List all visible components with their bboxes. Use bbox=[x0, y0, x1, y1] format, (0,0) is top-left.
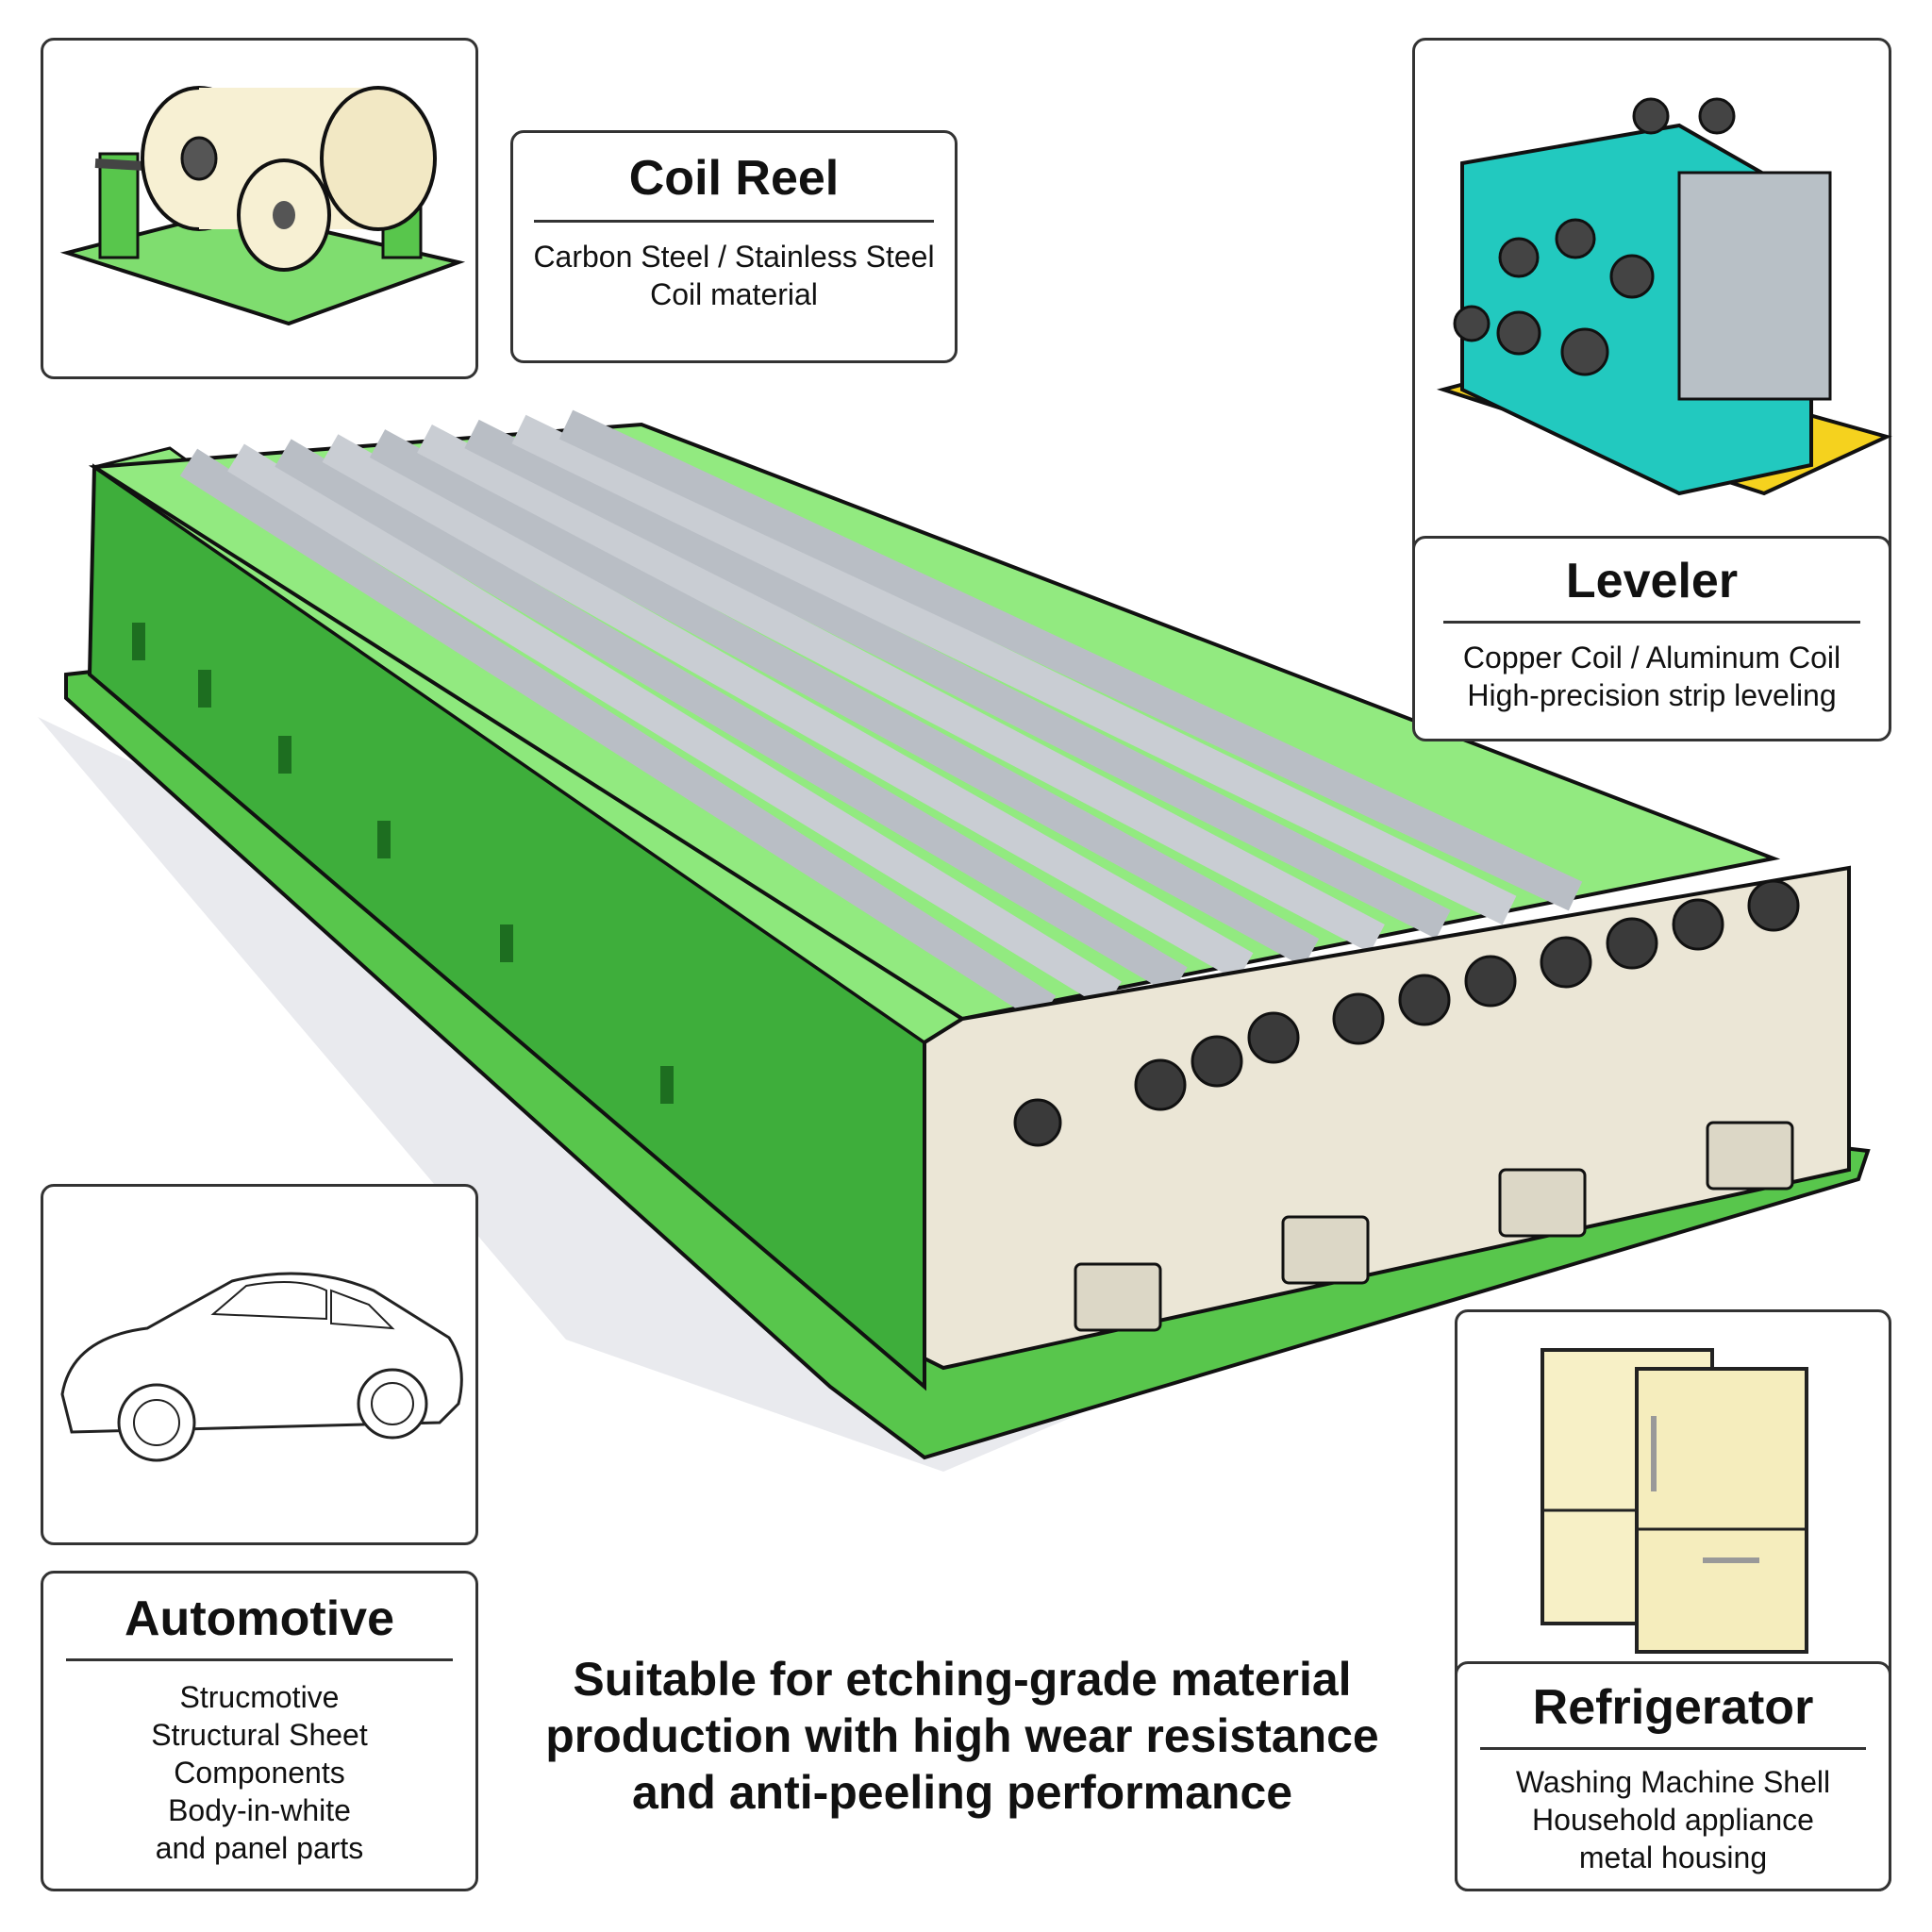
automotive-image-panel bbox=[41, 1184, 478, 1545]
caption-line-2: production with high wear resistance bbox=[545, 1709, 1379, 1762]
automotive-line-4: Body-in-white bbox=[168, 1793, 351, 1827]
refrigerator-icon bbox=[1541, 1348, 1808, 1654]
coil-reel-line-1: Carbon Steel / Stainless Steel bbox=[533, 240, 935, 274]
coil-reel-label-card: Coil Reel Carbon Steel / Stainless Steel… bbox=[510, 130, 958, 363]
automotive-line-2: Structural Sheet bbox=[151, 1718, 368, 1752]
automotive-line-1: Strucmotive bbox=[179, 1680, 340, 1714]
coil-reel-image-panel bbox=[41, 38, 478, 379]
automotive-title: Automotive bbox=[125, 1591, 394, 1646]
automotive-divider bbox=[66, 1658, 453, 1661]
refrigerator-title: Refrigerator bbox=[1532, 1680, 1814, 1735]
coil-reel-divider bbox=[534, 220, 934, 223]
coil-reel-icon bbox=[59, 86, 466, 326]
leveler-divider bbox=[1443, 621, 1860, 624]
coil-reel-line-2: Coil material bbox=[650, 277, 818, 311]
caption-line-1: Suitable for etching-grade material bbox=[573, 1653, 1352, 1706]
car-icon bbox=[60, 1272, 463, 1462]
leveler-image-panel: Leveler Copper Coil / Aluminum Coil High… bbox=[1412, 38, 1892, 741]
leveler-icon bbox=[1436, 97, 1892, 496]
leveler-title: Leveler bbox=[1565, 554, 1739, 608]
automotive-line-5: and panel parts bbox=[155, 1831, 364, 1865]
leveler-line-2: High-precision strip leveling bbox=[1467, 678, 1837, 712]
leveler-line-1: Copper Coil / Aluminum Coil bbox=[1462, 641, 1841, 675]
leveler-label-card: Leveler Copper Coil / Aluminum Coil High… bbox=[1412, 536, 1891, 741]
coil-reel-title: Coil Reel bbox=[628, 151, 840, 206]
automotive-line-3: Components bbox=[174, 1756, 345, 1790]
refrigerator-divider bbox=[1480, 1747, 1866, 1750]
caption-line-3: and anti-peeling performance bbox=[631, 1766, 1293, 1819]
automotive-label-card: Automotive Strucmotive Structural Sheet … bbox=[41, 1571, 478, 1891]
performance-caption: Suitable for etching-grade material prod… bbox=[509, 1651, 1415, 1821]
refrigerator-image-panel: Refrigerator Washing Machine Shell House… bbox=[1455, 1309, 1891, 1891]
refrigerator-line-2: Household appliance bbox=[1532, 1803, 1814, 1837]
refrigerator-label-card: Refrigerator Washing Machine Shell House… bbox=[1455, 1661, 1891, 1891]
refrigerator-line-3: metal housing bbox=[1578, 1840, 1768, 1874]
refrigerator-line-1: Washing Machine Shell bbox=[1515, 1765, 1831, 1799]
